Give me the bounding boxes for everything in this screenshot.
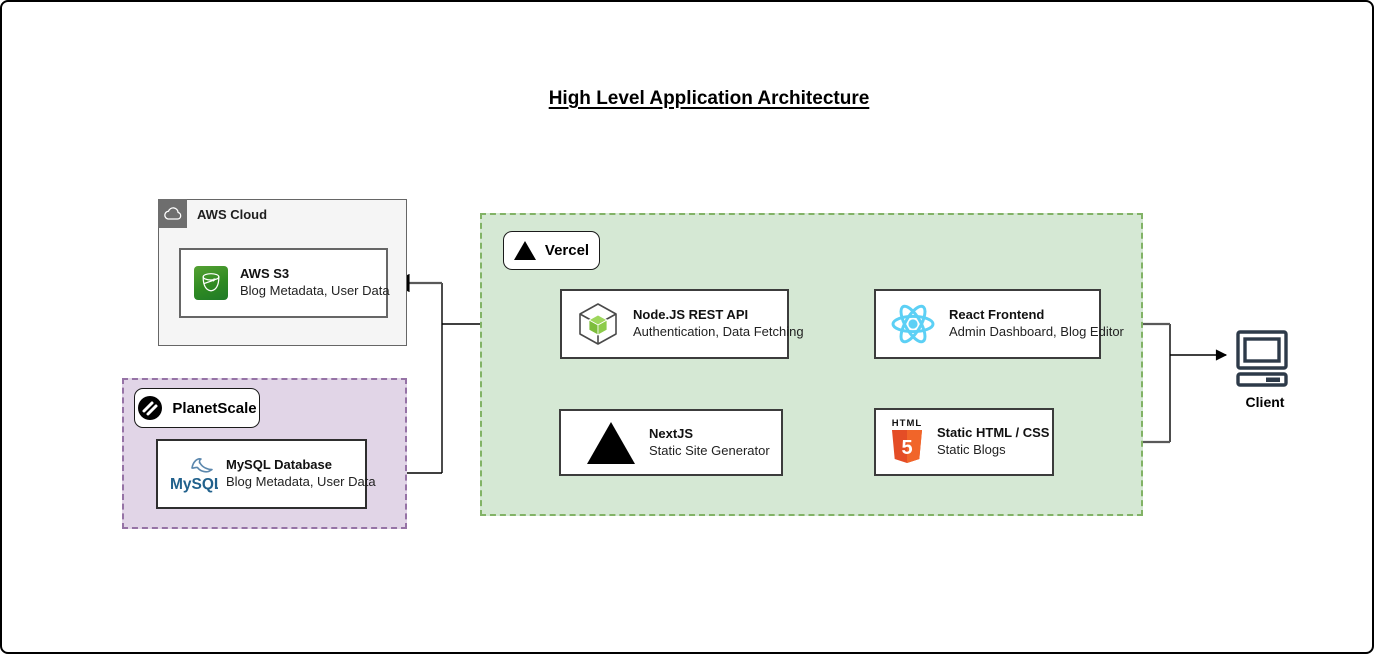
s3-bucket-icon xyxy=(194,266,228,300)
mysql-logo-icon: MySQL xyxy=(166,452,218,496)
node-subtitle: Admin Dashboard, Blog Editor xyxy=(949,324,1124,339)
node-nextjs[interactable]: NextJS Static Site Generator xyxy=(559,409,783,476)
node-title: React Frontend xyxy=(949,307,1045,323)
diagram-title: High Level Application Architecture xyxy=(548,88,870,109)
node-title: AWS S3 xyxy=(240,266,290,282)
planetscale-badge[interactable]: PlanetScale xyxy=(134,388,260,428)
node-nodejs-rest-api[interactable]: Node.JS REST API Authentication, Data Fe… xyxy=(560,289,804,359)
vercel-label: Vercel xyxy=(544,242,590,259)
node-mysql-database[interactable]: MySQL MySQL Database Blog Metadata, User… xyxy=(156,439,376,509)
node-title: MySQL Database xyxy=(226,457,332,473)
html5-number: 5 xyxy=(901,437,912,459)
react-atom-icon xyxy=(889,302,937,346)
node-subtitle: Authentication, Data Fetching xyxy=(633,324,804,339)
node-subtitle: Static Blogs xyxy=(937,442,1006,457)
nodejs-cube-icon xyxy=(575,301,621,347)
client-label: Client xyxy=(1245,394,1285,410)
vercel-badge[interactable]: Vercel xyxy=(503,231,600,270)
node-subtitle: Static Site Generator xyxy=(649,442,770,458)
vercel-triangle-icon xyxy=(513,241,536,260)
html5-shield-icon: HTML 5 xyxy=(886,417,928,467)
html5-top-text: HTML xyxy=(892,418,922,429)
node-static-html-css[interactable]: HTML 5 Static HTML / CSS Static Blogs xyxy=(874,408,1054,476)
aws-cloud-label: AWS Cloud xyxy=(197,207,268,222)
node-subtitle: Blog Metadata, User Data xyxy=(226,474,376,489)
node-title: Static HTML / CSS xyxy=(937,425,1050,441)
mysql-wordmark: MySQL xyxy=(170,476,218,493)
client-monitor-icon[interactable] xyxy=(1234,329,1290,387)
node-react-frontend[interactable]: React Frontend Admin Dashboard, Blog Edi… xyxy=(874,289,1124,359)
nextjs-triangle-icon xyxy=(587,421,635,464)
node-subtitle: Blog Metadata, User Data xyxy=(240,283,390,298)
node-aws-s3[interactable]: AWS S3 Blog Metadata, User Data xyxy=(179,248,390,318)
planetscale-label: PlanetScale xyxy=(172,399,257,417)
planetscale-icon xyxy=(137,395,163,421)
node-title: NextJS xyxy=(649,425,694,441)
node-title: Node.JS REST API xyxy=(633,307,749,323)
aws-cloud-icon xyxy=(158,199,187,228)
